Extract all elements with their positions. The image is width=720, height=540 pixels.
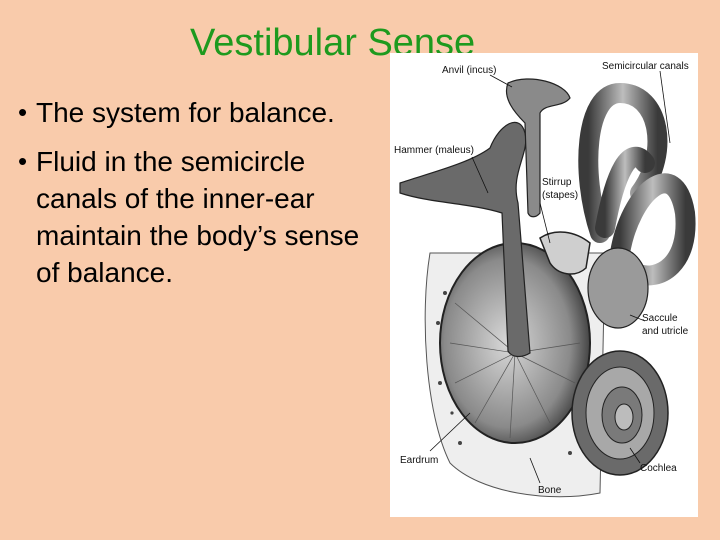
label-anvil: Anvil (incus) bbox=[442, 65, 496, 76]
label-saccule-2: and utricle bbox=[642, 326, 689, 337]
label-bone: Bone bbox=[538, 485, 562, 496]
ear-anatomy-figure: Anvil (incus) Semicircular canals Hammer… bbox=[390, 53, 698, 517]
label-hammer: Hammer (maleus) bbox=[394, 145, 474, 156]
vestibule-shape bbox=[587, 247, 649, 329]
label-cochlea: Cochlea bbox=[640, 463, 677, 474]
label-saccule-1: Saccule bbox=[642, 313, 678, 324]
anvil-bone bbox=[505, 78, 571, 218]
leader-lines bbox=[429, 70, 671, 484]
ear-diagram-svg: Anvil (incus) Semicircular canals Hammer… bbox=[394, 61, 696, 498]
semicircular-canals-shape bbox=[578, 82, 696, 286]
bullet-dot-icon: • bbox=[18, 146, 28, 176]
bullet-dot-icon: • bbox=[18, 97, 28, 127]
stirrup-bone bbox=[539, 231, 591, 275]
cochlea-shape bbox=[571, 350, 669, 476]
bullet-item: • The system for balance. bbox=[18, 94, 378, 131]
label-stirrup-2: (stapes) bbox=[542, 190, 578, 201]
bullet-text: Fluid in the semicircle canals of the in… bbox=[36, 146, 360, 288]
label-eardrum: Eardrum bbox=[400, 455, 438, 466]
label-semicircular-canals: Semicircular canals bbox=[602, 61, 689, 72]
bullet-text: The system for balance. bbox=[36, 97, 335, 128]
bullet-item: • Fluid in the semicircle canals of the … bbox=[18, 143, 378, 291]
hammer-bone bbox=[399, 121, 531, 358]
eardrum-lines bbox=[449, 302, 581, 439]
label-stirrup-1: Stirrup bbox=[542, 177, 572, 188]
bullet-list: • The system for balance. • Fluid in the… bbox=[18, 94, 378, 303]
